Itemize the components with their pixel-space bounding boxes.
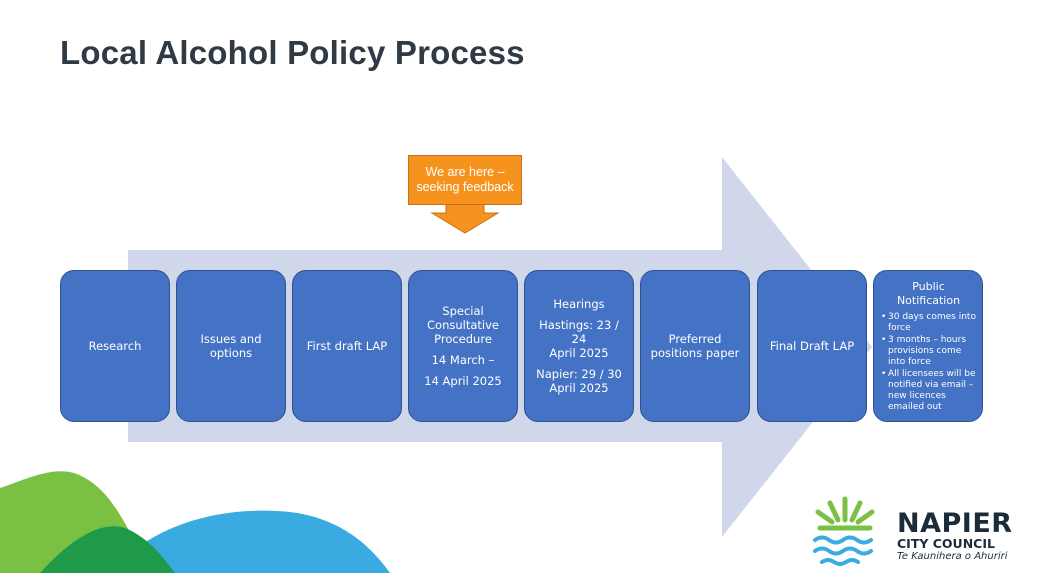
step-date: 14 April 2025	[424, 374, 502, 388]
bullet-item: 3 months – hours provisions come into fo…	[881, 335, 976, 368]
step-label: positions paper	[650, 346, 740, 360]
step-final-draft: Final Draft LAP	[757, 270, 867, 422]
step-research: Research	[60, 270, 170, 422]
step-label: Procedure	[434, 332, 492, 346]
step-date: 14 March –	[431, 353, 495, 367]
step-label: First draft LAP	[306, 339, 388, 353]
step-issues-options: Issues and options	[176, 270, 286, 422]
callout-line-1: We are here –	[425, 165, 505, 179]
logo-sub: CITY COUNCIL	[897, 536, 995, 551]
bullet-item: 30 days comes into force	[881, 312, 976, 334]
step-public-notification: Public Notification 30 days comes into f…	[873, 270, 983, 422]
step-special-consultative-procedure: Special Consultative Procedure 14 March …	[408, 270, 518, 422]
step-label: Hearings	[553, 297, 605, 311]
step-label: Issues and options	[200, 332, 262, 360]
step-date: April 2025	[549, 346, 609, 360]
step-date: Hastings: 23 / 24	[539, 318, 619, 346]
logo-name: NAPIER	[897, 508, 1013, 539]
step-label: Special	[442, 304, 484, 318]
step-heading: Public Notification	[896, 280, 961, 307]
napier-logo-icon	[813, 496, 875, 566]
bullet-item: All licensees will be notified via email…	[881, 369, 976, 413]
logo-tagline: Te Kaunihera o Ahuriri	[897, 551, 1008, 562]
step-label: Consultative	[427, 318, 499, 332]
we-are-here-callout: We are here – seeking feedback	[408, 155, 522, 205]
napier-logo: NAPIER CITY COUNCIL Te Kaunihera o Ahuri…	[897, 510, 1013, 563]
step-label: Research	[88, 339, 142, 353]
step-date: April 2025	[549, 381, 609, 395]
step-label: Final Draft LAP	[769, 339, 855, 353]
step-preferred-positions-paper: Preferred positions paper	[640, 270, 750, 422]
step-first-draft: First draft LAP	[292, 270, 402, 422]
step-date: Napier: 29 / 30	[536, 367, 622, 381]
step-hearings: Hearings Hastings: 23 / 24 April 2025 Na…	[524, 270, 634, 422]
page-title: Local Alcohol Policy Process	[60, 34, 525, 71]
callout-line-2: seeking feedback	[416, 180, 514, 194]
step-label: Preferred	[668, 332, 722, 346]
notification-bullets: 30 days comes into force 3 months – hour…	[881, 311, 976, 413]
blue-wave-shape	[110, 510, 390, 573]
dark-green-hill-shape	[40, 526, 175, 573]
callout-pointer	[430, 203, 500, 234]
